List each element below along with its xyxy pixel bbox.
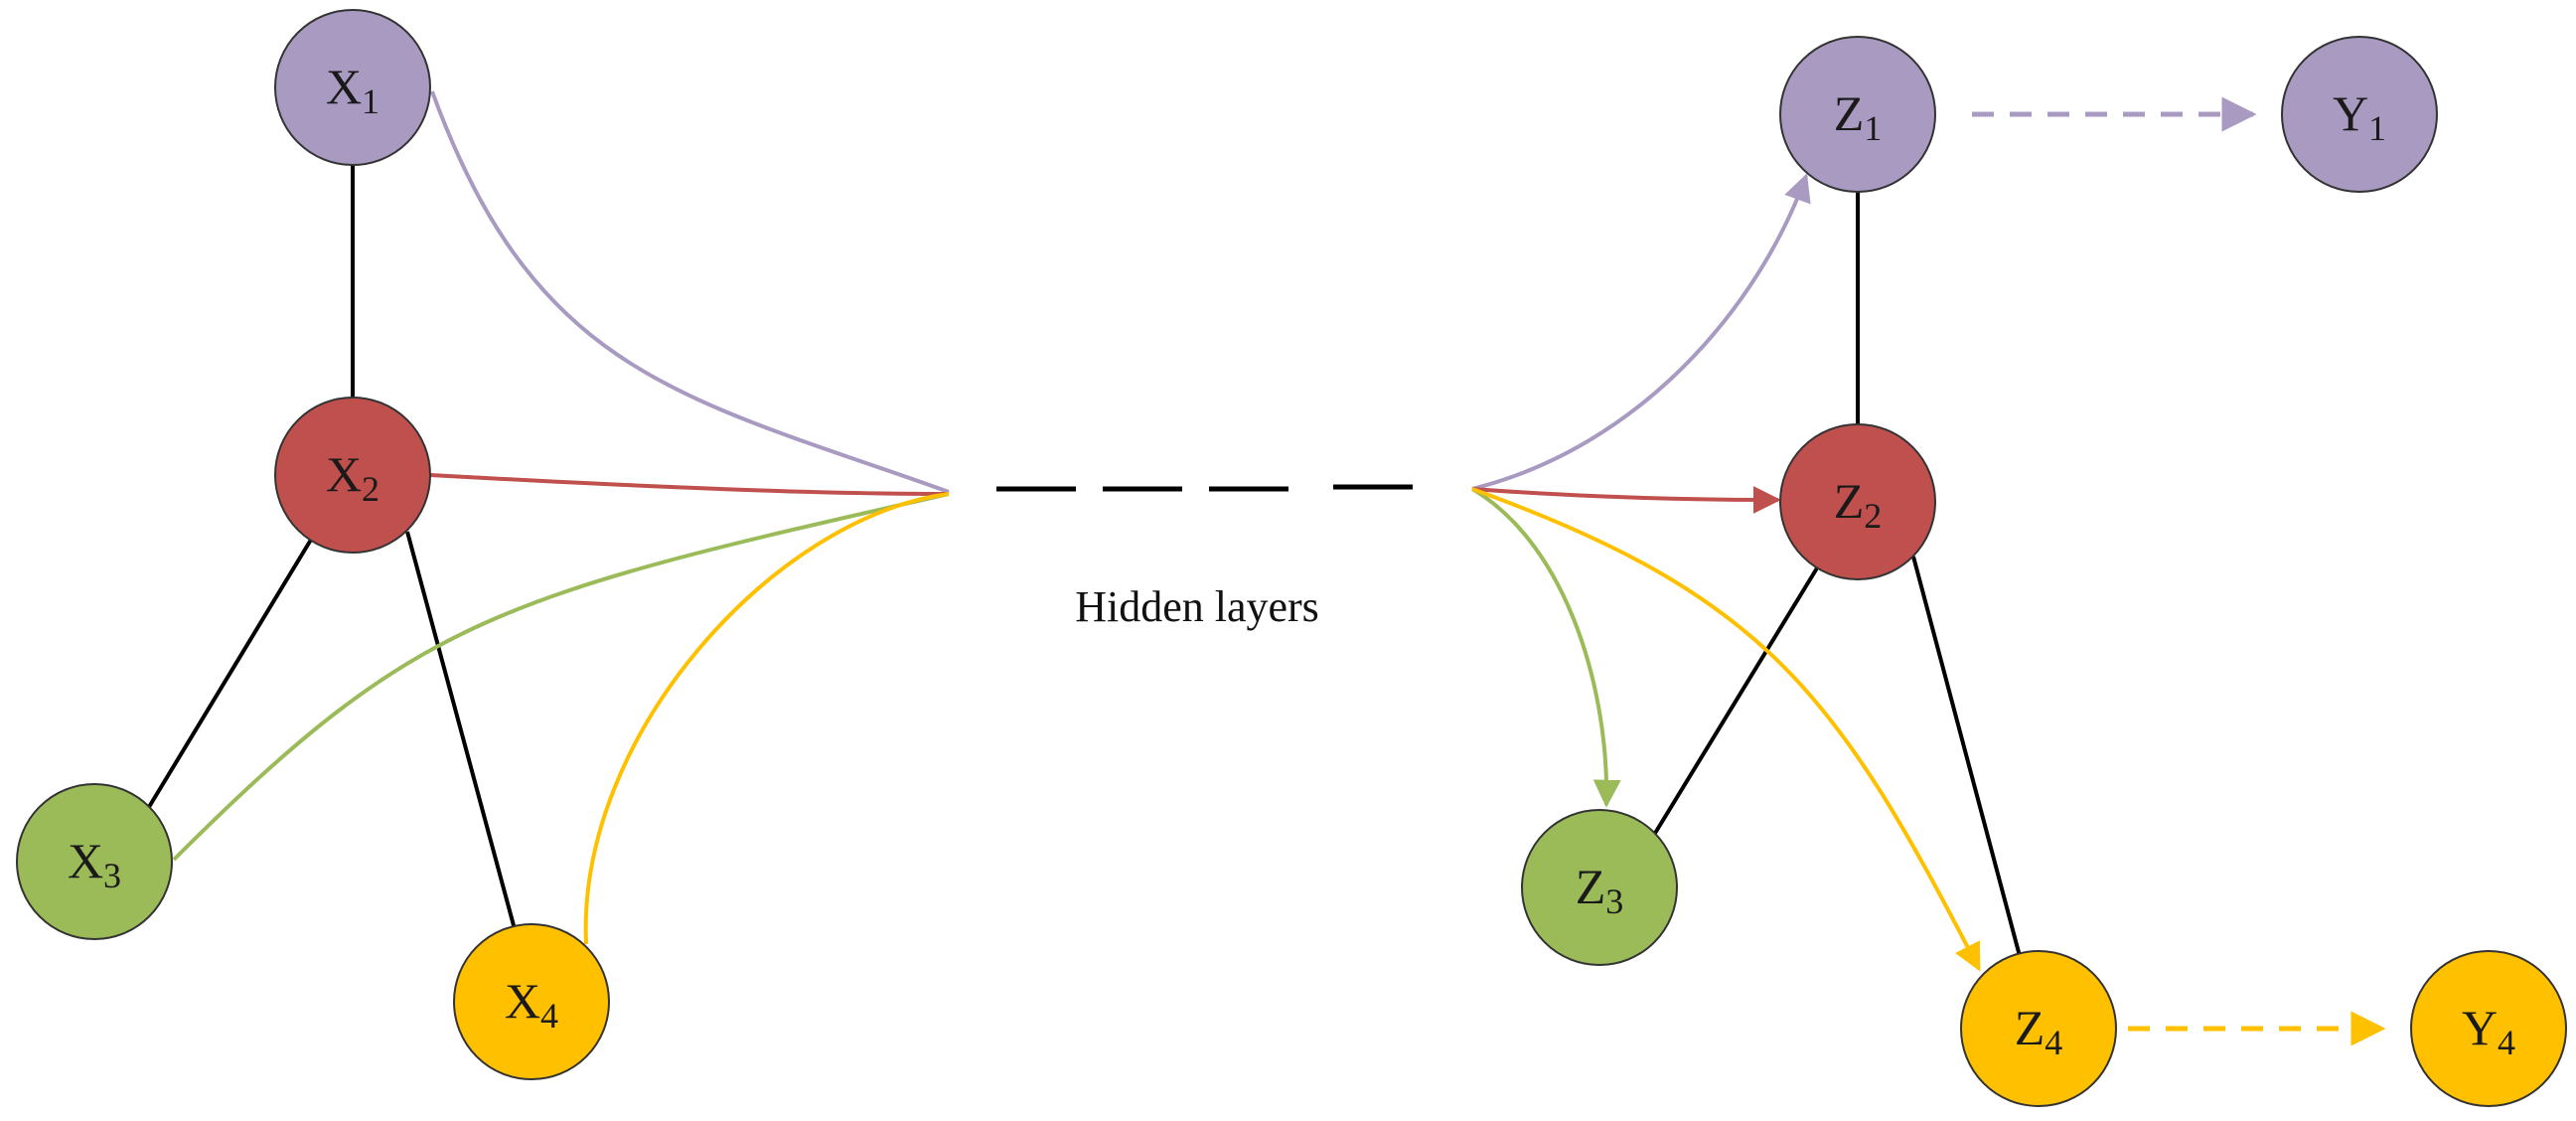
node-y4: Y4 [2410, 950, 2567, 1107]
node-x2: X2 [274, 397, 431, 554]
curve-x3-hidden [172, 492, 950, 862]
node-x3: X3 [16, 783, 173, 940]
node-y1: Y1 [2281, 36, 2438, 193]
node-x4: X4 [453, 923, 610, 1080]
node-z1: Z1 [1779, 36, 1936, 193]
curve-hidden-z3 [1470, 487, 1621, 808]
curve-x1-hidden [430, 90, 950, 494]
svg-text:Z2: Z2 [1834, 473, 1883, 536]
svg-text:Z3: Z3 [1576, 859, 1624, 921]
node-z3: Z3 [1521, 809, 1678, 966]
curve-hidden-z4 [1471, 487, 1981, 972]
svg-text:Y4: Y4 [2462, 1000, 2515, 1062]
curve-x4-hidden [583, 492, 950, 945]
svg-text:X2: X2 [326, 446, 379, 509]
edge-z2-z3 [1652, 564, 1820, 837]
node-x1: X1 [274, 9, 431, 166]
edge-x2-x3 [147, 538, 313, 809]
hidden-layers-label: Hidden layers [1075, 582, 1319, 631]
curve-x2-hidden [429, 473, 950, 496]
curve-hidden-z2 [1471, 485, 1781, 514]
node-z2: Z2 [1779, 423, 1936, 580]
edge-x2-x4 [405, 531, 517, 930]
svg-text:X4: X4 [505, 973, 558, 1036]
svg-text:X3: X3 [68, 833, 121, 895]
node-z4: Z4 [1960, 950, 2117, 1107]
svg-text:X1: X1 [326, 59, 379, 121]
curve-hidden-z1 [1471, 173, 1811, 491]
svg-text:Z4: Z4 [2015, 1000, 2063, 1062]
hidden-layers-dashes [996, 484, 1413, 492]
edge-z2-z4 [1911, 556, 2022, 957]
svg-text:Y1: Y1 [2333, 85, 2386, 148]
svg-text:Z1: Z1 [1834, 85, 1883, 148]
